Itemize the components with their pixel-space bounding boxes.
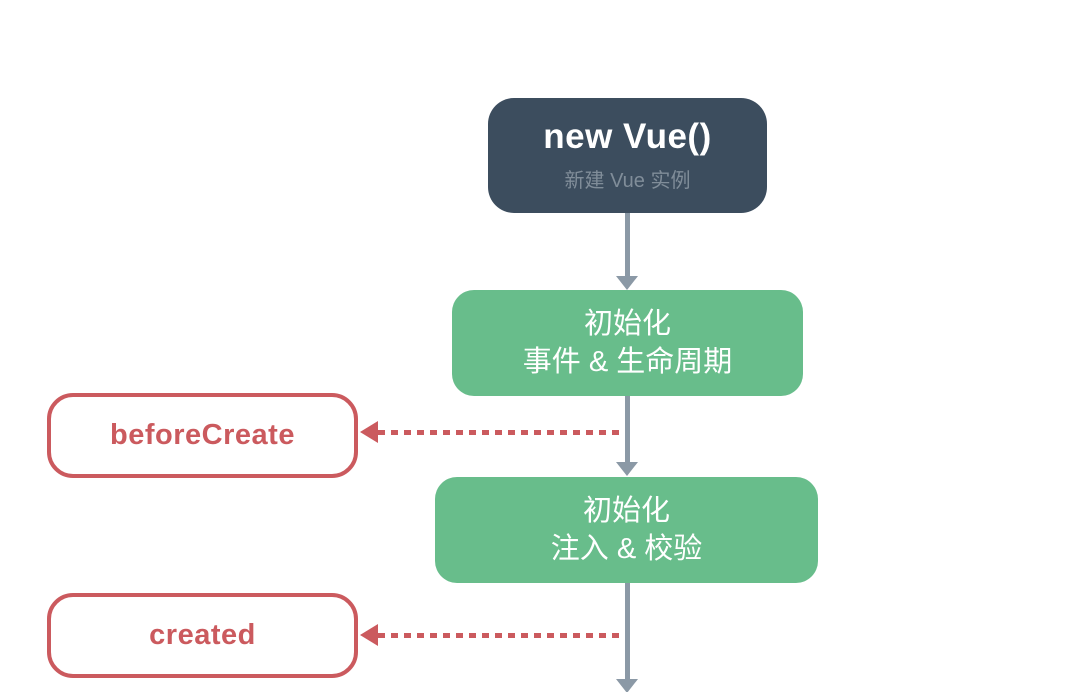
before-create-label: beforeCreate: [110, 419, 295, 451]
arrow-shaft-3: [625, 583, 630, 679]
dotted-line-before-create: [378, 430, 627, 435]
arrow-shaft-1: [625, 213, 630, 276]
arrow-down-icon: [616, 276, 638, 290]
node-init-injections: 初始化 注入 & 校验: [435, 477, 818, 583]
created-label: created: [149, 619, 256, 651]
hook-before-create: beforeCreate: [47, 393, 358, 478]
init-events-line1: 初始化: [583, 308, 671, 340]
new-vue-title: new Vue(): [543, 117, 712, 157]
dotted-line-created: [378, 633, 627, 638]
arrow-left-icon: [360, 624, 378, 646]
new-vue-subtitle: 新建 Vue 实例: [564, 169, 691, 192]
arrow-down-icon: [616, 462, 638, 476]
node-new-vue: new Vue() 新建 Vue 实例: [488, 98, 767, 213]
init-injections-line1: 初始化: [582, 495, 670, 527]
arrow-shaft-2: [625, 396, 630, 462]
init-injections-line2: 注入 & 校验: [550, 533, 703, 565]
arrow-left-icon: [360, 421, 378, 443]
arrow-down-icon: [616, 679, 638, 692]
hook-created: created: [47, 593, 358, 678]
init-events-line2: 事件 & 生命周期: [522, 346, 733, 378]
node-init-events: 初始化 事件 & 生命周期: [452, 290, 803, 396]
